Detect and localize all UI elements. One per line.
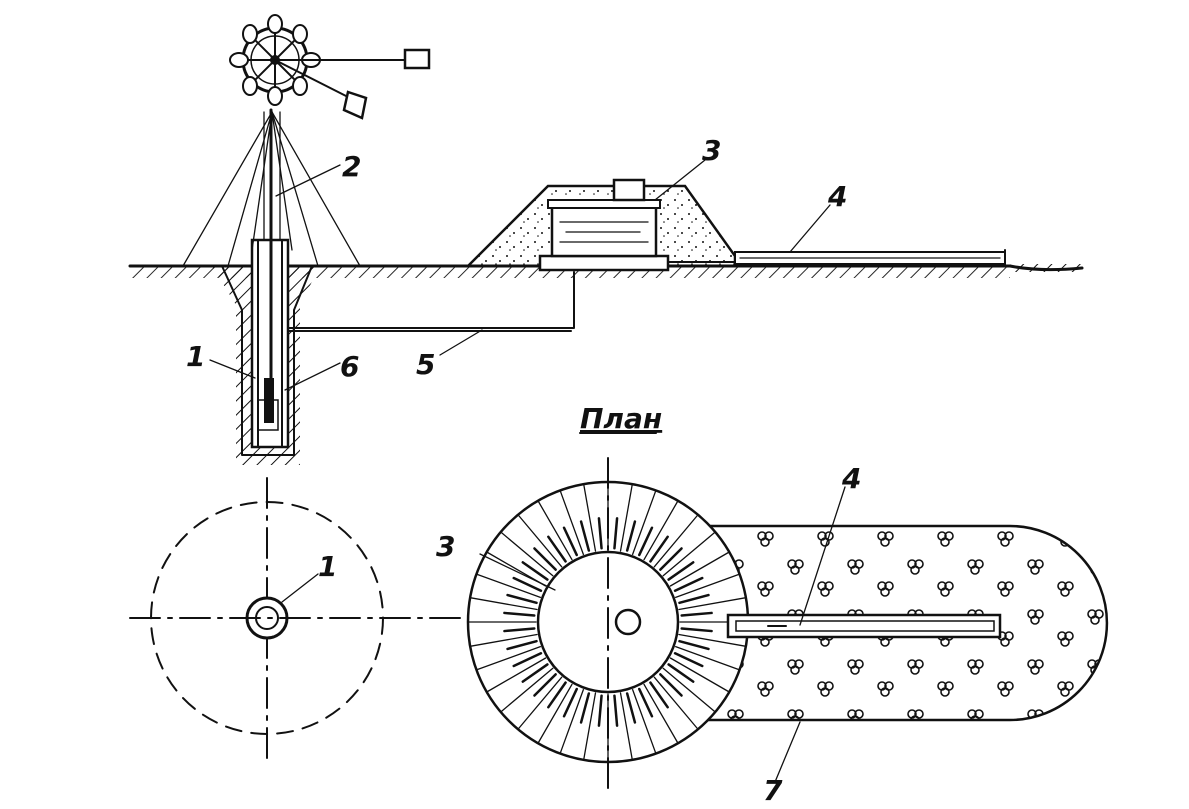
embankment-slope-mark bbox=[667, 561, 695, 581]
embankment-ray bbox=[619, 692, 633, 761]
embankment-slope-mark bbox=[625, 692, 637, 724]
pipeline bbox=[287, 271, 575, 329]
embankment-slope-mark bbox=[659, 547, 683, 571]
embankment-ray bbox=[643, 683, 679, 744]
embankment-slope-mark bbox=[638, 687, 654, 718]
embankment-slope-mark bbox=[547, 535, 567, 563]
embankment-slope-mark bbox=[579, 692, 591, 724]
embankment-ray bbox=[669, 551, 730, 587]
embankment-slope-mark bbox=[533, 673, 557, 697]
embankment-ray bbox=[517, 514, 563, 568]
windmill-wheel bbox=[229, 14, 431, 120]
embankment-ray bbox=[475, 645, 541, 671]
embankment-slope-mark bbox=[649, 535, 669, 563]
embankment-slope-mark bbox=[547, 681, 567, 709]
label-pump-rod: 6 bbox=[340, 350, 359, 383]
plan-view: План 1 3 bbox=[129, 402, 1109, 807]
embankment-slope-mark bbox=[512, 652, 543, 668]
embankment-slope-mark bbox=[667, 663, 695, 683]
label-trough: 4 bbox=[827, 180, 847, 213]
trough-plan: 4 bbox=[726, 462, 1002, 639]
embankment-slope-mark bbox=[680, 627, 713, 633]
embankment-slope-mark bbox=[597, 694, 603, 727]
label-reservoir-plan: 3 bbox=[436, 530, 455, 563]
embankment-ray bbox=[537, 500, 573, 561]
embankment-ray bbox=[669, 657, 730, 693]
reservoir-section bbox=[464, 178, 737, 272]
embankment-ray bbox=[631, 489, 657, 555]
label-windmill-tower: 2 bbox=[342, 150, 361, 183]
embankment-ray bbox=[631, 689, 657, 755]
embankment-slope-mark bbox=[503, 611, 536, 617]
embankment-ray bbox=[662, 667, 716, 713]
embankment-ray bbox=[653, 514, 699, 568]
embankment-slope-mark bbox=[562, 687, 578, 718]
embankment-ray bbox=[559, 689, 585, 755]
embankment-slope-mark bbox=[673, 652, 704, 668]
embankment-ray bbox=[486, 657, 547, 693]
well-shaft bbox=[212, 238, 320, 465]
section-view: 2 3 4 5 1 6 bbox=[128, 14, 1084, 465]
embankment-ray bbox=[559, 489, 585, 555]
embankment-ray bbox=[583, 692, 597, 761]
embankment-slope-mark bbox=[512, 576, 543, 592]
section-leaders bbox=[209, 159, 831, 391]
embankment-slope-mark bbox=[625, 520, 637, 552]
embankment-slope-mark bbox=[562, 526, 578, 557]
embankment-ray bbox=[469, 597, 538, 611]
plan-title: План bbox=[580, 402, 662, 435]
label-reservoir: 3 bbox=[702, 134, 721, 167]
embankment-slope-mark bbox=[579, 520, 591, 552]
embankment-ray bbox=[583, 483, 597, 552]
embankment-slope-mark bbox=[659, 673, 683, 697]
embankment-slope-mark bbox=[678, 593, 710, 605]
embankment-ray bbox=[643, 500, 679, 561]
embankment-slope-mark bbox=[503, 627, 536, 633]
embankment-ray bbox=[537, 683, 573, 744]
embankment-ray bbox=[675, 573, 741, 599]
embankment-slope-mark bbox=[638, 526, 654, 557]
label-well: 1 bbox=[186, 340, 205, 373]
embankment-slope-mark bbox=[613, 517, 619, 550]
embankment-ray bbox=[469, 633, 538, 647]
windmill-tower bbox=[182, 111, 361, 267]
label-pipeline: 5 bbox=[416, 348, 435, 381]
label-trough-plan: 4 bbox=[841, 462, 861, 495]
embankment-slope-mark bbox=[597, 517, 603, 550]
embankment-ray bbox=[678, 633, 747, 647]
embankment-ray bbox=[653, 676, 699, 730]
embankment-ray bbox=[678, 597, 747, 611]
reservoir-plan: 3 bbox=[436, 457, 750, 791]
trough-section bbox=[667, 249, 1006, 267]
embankment-ray bbox=[619, 483, 633, 552]
embankment-slope-mark bbox=[613, 694, 619, 727]
embankment-slope-mark bbox=[506, 593, 538, 605]
embankment-ray bbox=[500, 531, 554, 577]
embankment-slope-mark bbox=[506, 639, 538, 651]
embankment-slope-mark bbox=[521, 561, 549, 581]
embankment-slope-mark bbox=[521, 663, 549, 683]
embankment-ray bbox=[662, 531, 716, 577]
embankment-slope-mark bbox=[533, 547, 557, 571]
embankment-ray bbox=[500, 667, 554, 713]
embankment-ray bbox=[517, 676, 563, 730]
label-well-plan: 1 bbox=[318, 550, 337, 583]
embankment-ray bbox=[675, 645, 741, 671]
embankment-slope-mark bbox=[680, 611, 713, 617]
embankment-slope-mark bbox=[678, 639, 710, 651]
embankment-slope-mark bbox=[673, 576, 704, 592]
embankment-slope-mark bbox=[649, 681, 669, 709]
embankment-ray bbox=[475, 573, 541, 599]
label-paved-area: 7 bbox=[763, 774, 783, 807]
